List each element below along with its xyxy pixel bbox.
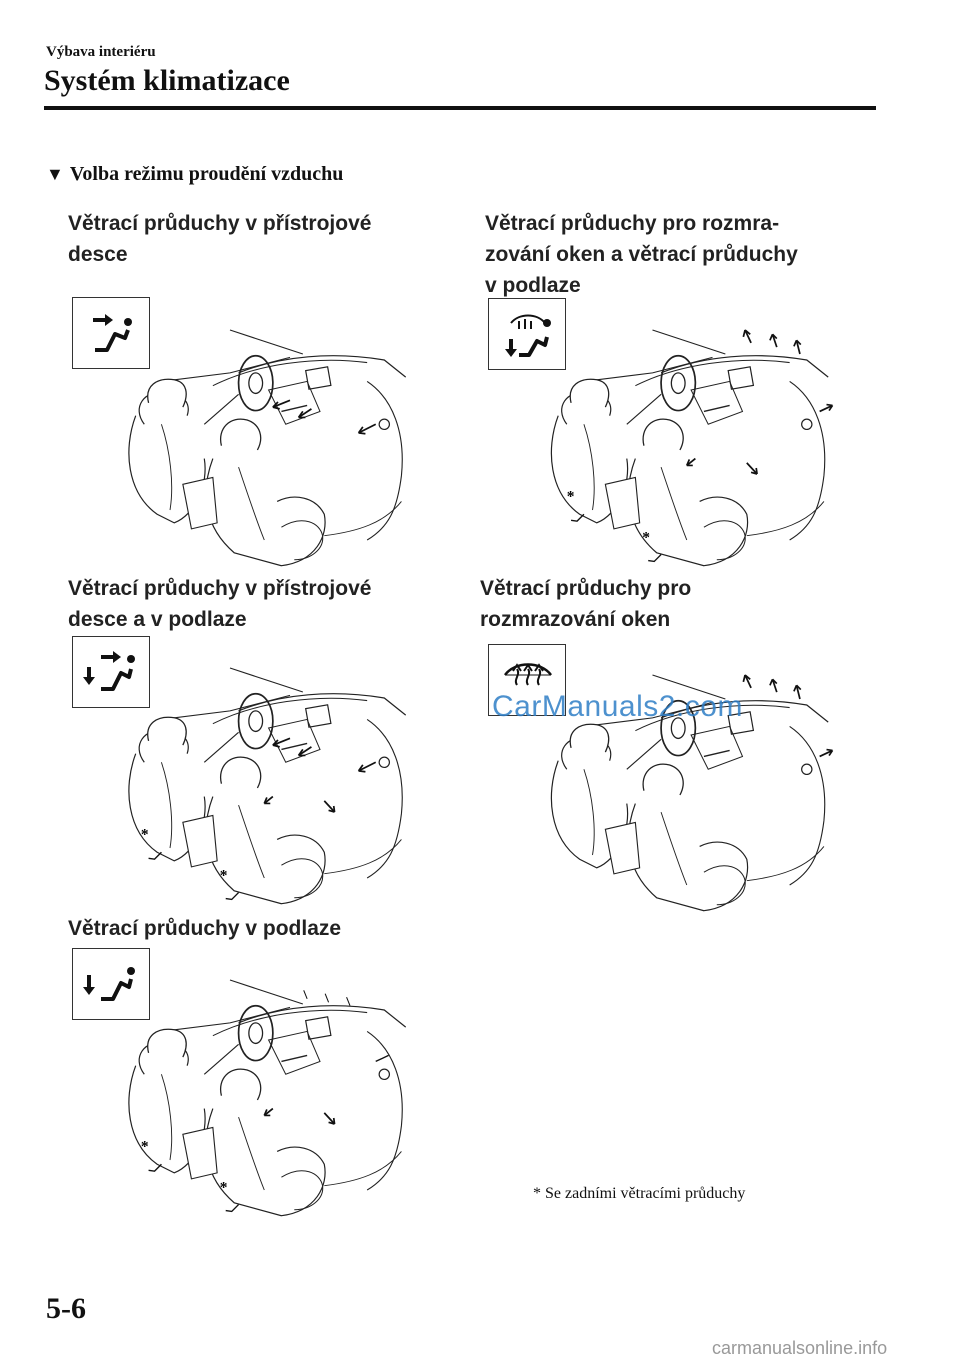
interior-illustration-dashboard-floor: * *	[128, 667, 407, 905]
mode-caption-floor: Větrací průduchy v podlaze	[68, 917, 342, 940]
footnote: * Se zadními větracími průduchy	[533, 1185, 746, 1202]
footer-url[interactable]: carmanualsonline.info	[712, 1338, 888, 1358]
triangle-bullet-icon: ▼	[46, 164, 64, 184]
mode-caption-dashboard: Větrací průduchy v přístrojové desce	[68, 212, 372, 266]
dashboard-vent-icon-box	[72, 297, 150, 369]
interior-illustration-dashboard	[128, 329, 407, 567]
page-number: 5-6	[46, 1292, 86, 1325]
mode-caption-dashboard-floor: Větrací průduchy v přístrojové desce a v…	[68, 577, 372, 631]
rear-vent-asterisk: *	[220, 1180, 228, 1197]
section-heading: ▼Volba režimu proudění vzduchu	[46, 163, 343, 186]
section-label: Výbava interiéru	[46, 44, 156, 60]
defrost-floor-vent-icon	[505, 314, 551, 357]
interior-illustration-defrost-floor: * *	[550, 329, 834, 567]
section-heading-text: Volba režimu proudění vzduchu	[69, 163, 344, 185]
defrost-vent-icon	[503, 663, 553, 686]
dashboard-floor-vent-icon-box	[72, 636, 150, 708]
mode-caption-defrost: Větrací průduchy pro rozmrazování oken	[480, 577, 692, 631]
defrost-floor-vent-icon-box	[488, 298, 566, 370]
rear-vent-asterisk: *	[141, 826, 149, 843]
floor-vent-icon-box	[72, 948, 150, 1020]
rear-vent-asterisk: *	[567, 488, 575, 505]
defrost-vent-icon-box	[488, 644, 566, 716]
interior-illustration-floor: * *	[128, 979, 407, 1217]
rear-vent-asterisk: *	[642, 530, 650, 547]
dashboard-vent-icon	[93, 314, 132, 352]
mode-caption-defrost-floor: Větrací průduchy pro rozmra- zování oken…	[485, 212, 798, 297]
page-title: Systém klimatizace	[44, 64, 290, 97]
dashboard-floor-vent-icon	[83, 651, 135, 691]
watermark: CarManuals2.com	[492, 690, 743, 723]
rear-vent-asterisk: *	[220, 868, 228, 885]
rear-vent-asterisk: *	[141, 1138, 149, 1155]
floor-vent-icon	[83, 967, 135, 1001]
header-divider	[44, 106, 876, 110]
